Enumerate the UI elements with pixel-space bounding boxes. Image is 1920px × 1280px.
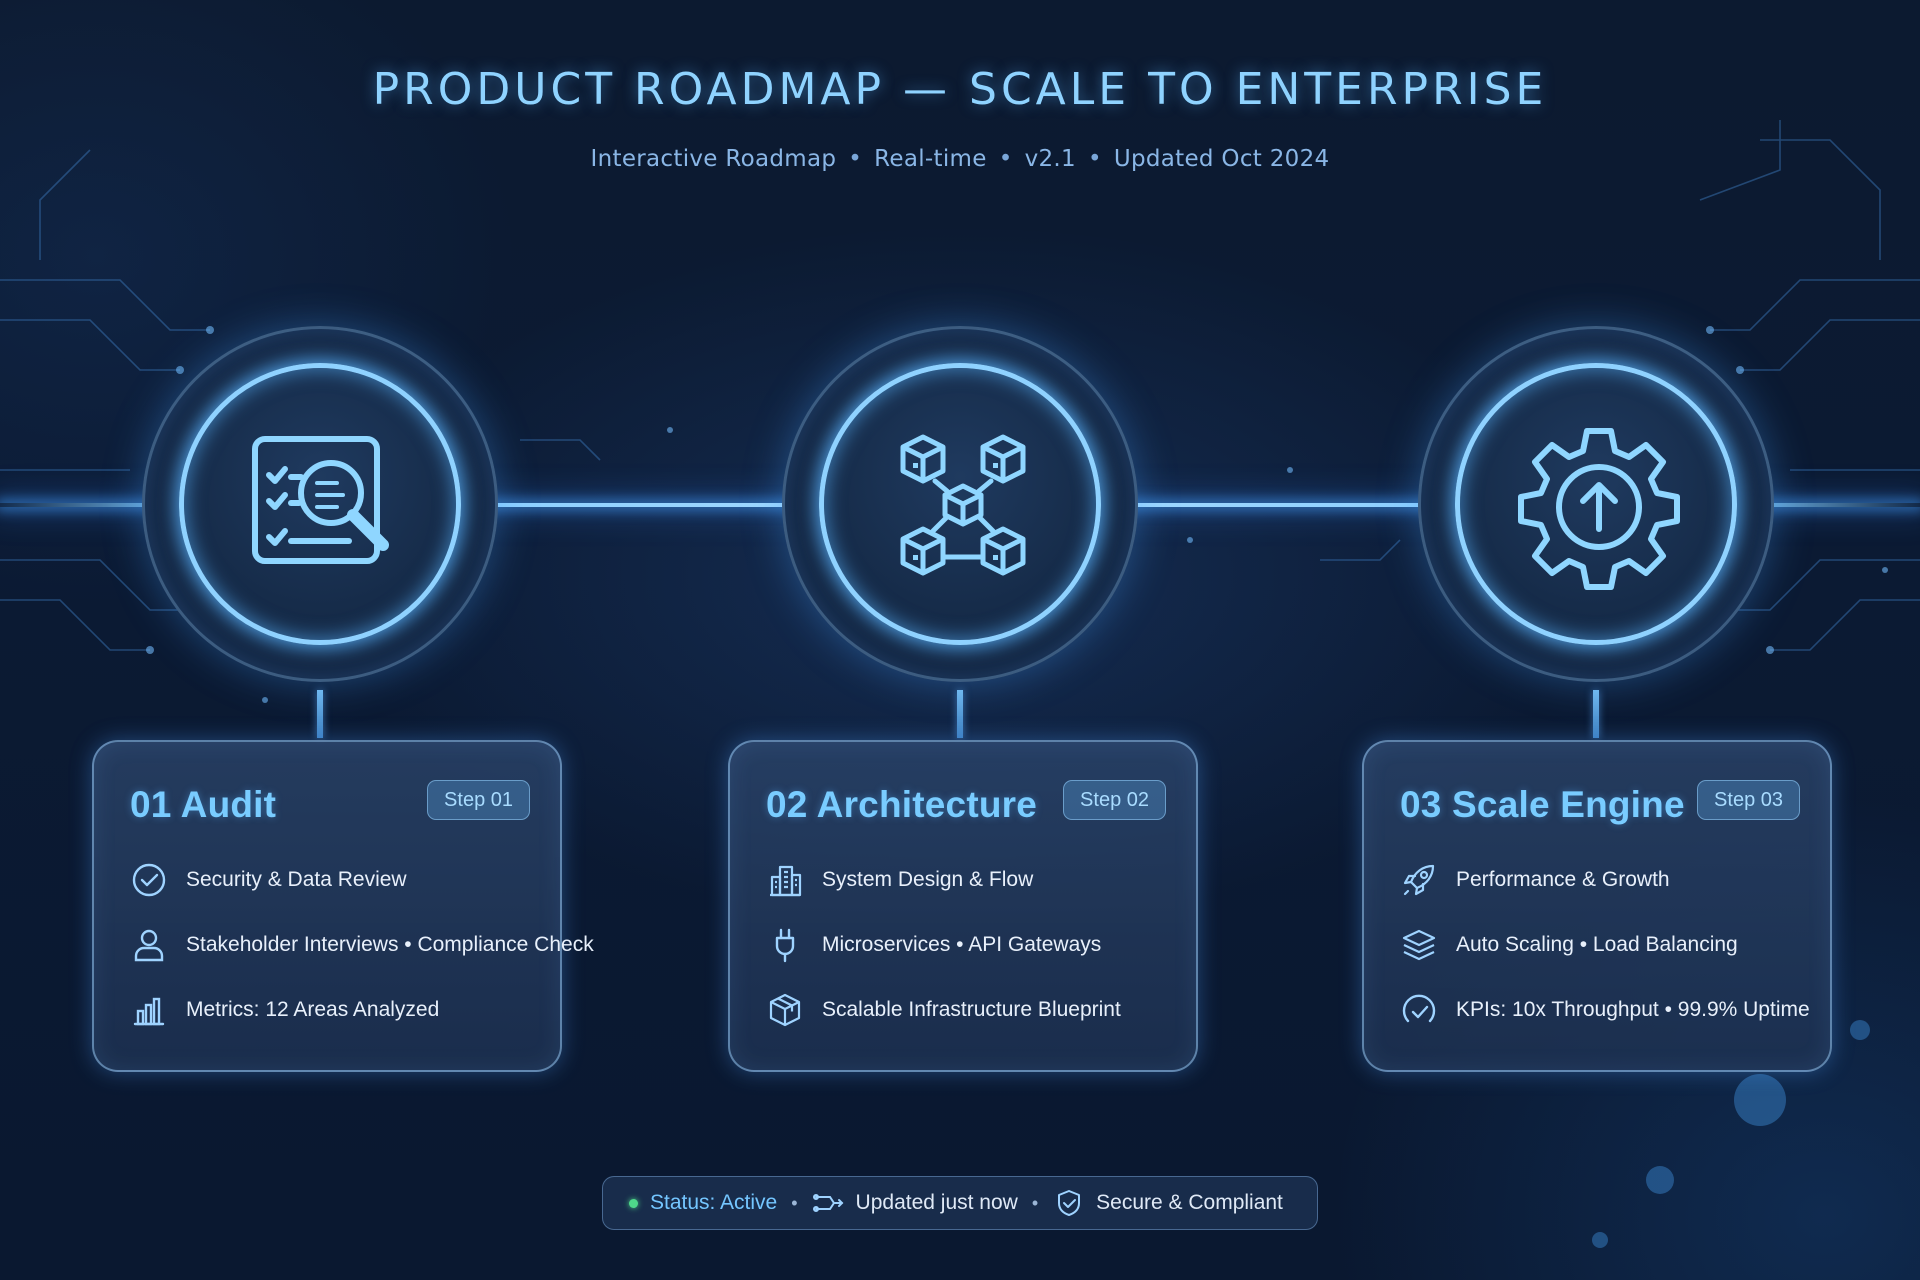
node-ring <box>179 363 461 645</box>
rocket-icon <box>1400 861 1438 899</box>
cube-icon <box>766 991 804 1029</box>
check-circle-icon <box>130 861 168 899</box>
step-badge: Step 02 <box>1063 780 1166 820</box>
step-node-architecture[interactable] <box>782 326 1138 682</box>
subtitle-separator: • <box>1087 146 1102 172</box>
subtitle-item: v2.1 <box>1024 146 1076 172</box>
step-card-architecture[interactable]: 02 Architecture Step 02 System Design & … <box>728 740 1198 1072</box>
item-text: Security & Data Review <box>186 868 407 891</box>
item-text: Stakeholder Interviews • Compliance Chec… <box>186 933 594 956</box>
connector-stem <box>957 690 963 738</box>
page-title: PRODUCT ROADMAP — SCALE TO ENTERPRISE <box>372 64 1548 115</box>
subtitle-item: Real-time <box>874 146 987 172</box>
item-text: System Design & Flow <box>822 868 1034 891</box>
item-text: Metrics: 12 Areas Analyzed <box>186 998 440 1021</box>
gauge-check-icon <box>1400 991 1438 1029</box>
card-title: 02 Architecture <box>766 784 1038 825</box>
status-separator: • <box>1031 1192 1039 1213</box>
step-node-scale-engine[interactable] <box>1418 326 1774 682</box>
item-text: Auto Scaling • Load Balancing <box>1456 933 1738 956</box>
subtitle-separator: • <box>848 146 863 172</box>
status-text: Status: Active <box>650 1191 778 1214</box>
connector-stem <box>317 690 323 738</box>
list-item: Scalable Infrastructure Blueprint <box>766 990 1121 1030</box>
status-bar: Status: Active • Updated just now • Secu… <box>602 1176 1318 1230</box>
step-card-audit[interactable]: 01 Audit Step 01 Security & Data Review … <box>92 740 594 1072</box>
item-text: Microservices • API Gateways <box>822 933 1102 956</box>
secure-text: Secure & Compliant <box>1096 1191 1283 1214</box>
plug-icon <box>766 926 804 964</box>
list-item: System Design & Flow <box>766 860 1033 900</box>
page-subtitle: Interactive Roadmap • Real-time • v2.1 • Updat… <box>0 146 1920 172</box>
list-item: Auto Scaling • Load Balancing <box>1400 925 1738 965</box>
connected-cubes-icon <box>873 417 1053 597</box>
bar-chart-icon <box>130 991 168 1029</box>
list-item: Stakeholder Interviews • Compliance Chec… <box>130 925 594 965</box>
step-badge: Step 03 <box>1697 780 1800 820</box>
shield-check-icon <box>1052 1189 1086 1217</box>
item-text: KPIs: 10x Throughput • 99.9% Uptime <box>1456 998 1810 1021</box>
step-badge: Step 01 <box>427 780 530 820</box>
status-separator: • <box>791 1192 798 1213</box>
card-title: 01 Audit <box>130 784 277 825</box>
list-item: Metrics: 12 Areas Analyzed <box>130 990 439 1030</box>
audit-magnifier-checklist-icon <box>233 417 413 597</box>
building-icon <box>766 861 804 899</box>
subtitle-item: Interactive Roadmap <box>590 146 837 172</box>
updated-text: Updated just now <box>855 1191 1018 1214</box>
step-node-audit[interactable] <box>142 326 498 682</box>
item-text: Scalable Infrastructure Blueprint <box>822 998 1121 1021</box>
list-item: Security & Data Review <box>130 860 407 900</box>
subtitle-separator: • <box>998 146 1013 172</box>
card-title: 03 Scale Engine <box>1400 784 1685 825</box>
user-icon <box>130 926 168 964</box>
connector-stem <box>1593 690 1599 738</box>
step-card-scale-engine[interactable]: 03 Scale Engine Step 03 Performance & Gr… <box>1362 740 1832 1072</box>
gear-arrow-up-icon <box>1509 417 1689 597</box>
status-dot <box>629 1198 638 1208</box>
list-item: Performance & Growth <box>1400 860 1670 900</box>
list-item: KPIs: 10x Throughput • 99.9% Uptime <box>1400 990 1810 1030</box>
subtitle-item: Updated Oct 2024 <box>1113 146 1330 172</box>
network-sync-icon <box>812 1189 846 1217</box>
item-text: Performance & Growth <box>1456 868 1670 891</box>
list-item: Microservices • API Gateways <box>766 925 1101 965</box>
layers-icon <box>1400 926 1438 964</box>
